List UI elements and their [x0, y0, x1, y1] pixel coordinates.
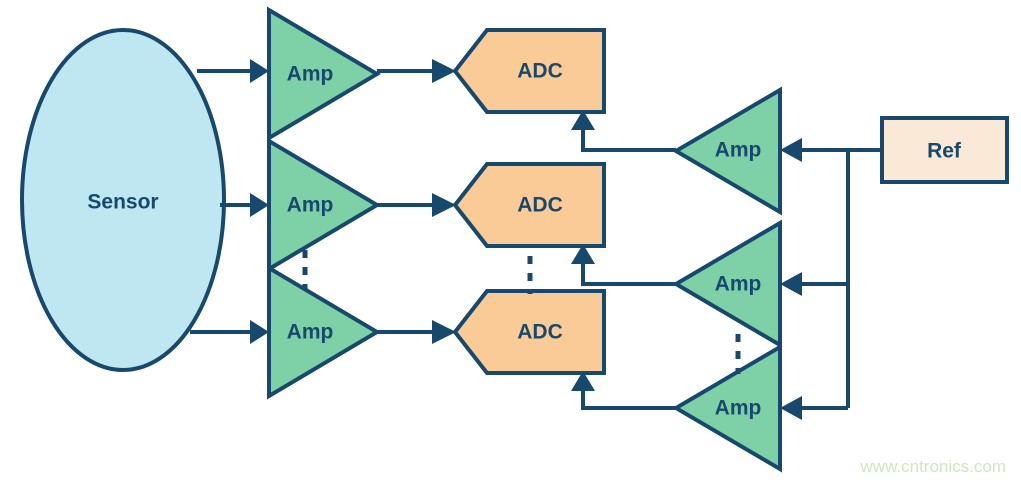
ref-distribution-bus: [780, 138, 882, 420]
ref-amp-2[interactable]: Amp: [672, 219, 782, 349]
wire-refamp-2-to-adc-2: [581, 264, 676, 286]
arrowhead-adc-2-input: [432, 193, 456, 217]
wire-refamp-1-to-adc-1: [581, 130, 676, 152]
arrowhead-adc-3-ref-input: [571, 371, 595, 391]
arrowhead-refamp-2-input: [780, 272, 802, 296]
adc-3[interactable]: ADC: [452, 289, 606, 375]
sensor-to-amp-wires: [190, 59, 269, 344]
ref-amp-1[interactable]: Amp: [672, 86, 782, 216]
arrowhead-amp-3-input: [250, 320, 269, 344]
arrowhead-adc-3-input: [432, 320, 456, 344]
sensor-ellipse: [20, 28, 226, 372]
adc-pentagon: [452, 28, 606, 114]
adc-2-label: ADC: [517, 194, 563, 217]
amp-triangle: [267, 137, 381, 273]
input-amp-2[interactable]: Amp: [267, 137, 381, 273]
arrowhead-adc-1-input: [432, 59, 456, 83]
adc-3-label: ADC: [517, 321, 563, 344]
amp-triangle: [672, 86, 782, 216]
input-amp-3[interactable]: Amp: [267, 264, 381, 400]
adc-2[interactable]: ADC: [452, 162, 606, 248]
adc-1[interactable]: ADC: [452, 28, 606, 114]
arrowhead-refamp-1-input: [780, 138, 802, 162]
arrowhead-amp-1-input: [250, 59, 269, 83]
amp-triangle: [267, 264, 381, 400]
ref-amp-1-label: Amp: [715, 139, 762, 162]
wire-refamp-3-to-adc-3: [581, 391, 676, 410]
arrowhead-amp-2-input: [250, 193, 269, 217]
ref-feedback-wires: [571, 110, 676, 410]
adc-1-label: ADC: [517, 60, 563, 83]
adc-pentagon: [452, 162, 606, 248]
arrowhead-refamp-3-input: [780, 396, 802, 420]
input-amp-2-label: Amp: [287, 194, 334, 217]
amp-to-adc-wires: [377, 59, 456, 344]
sensor-node[interactable]: Sensor: [20, 28, 226, 372]
input-amp-1-label: Amp: [287, 63, 334, 86]
ref-amp-3[interactable]: Amp: [672, 343, 782, 473]
reference-node[interactable]: Ref: [880, 116, 1009, 184]
ref-label: Ref: [927, 140, 962, 163]
amp-triangle: [267, 6, 381, 142]
input-amp-3-label: Amp: [287, 321, 334, 344]
arrowhead-adc-1-ref-input: [571, 110, 595, 130]
watermark-text: www.cntronics.com: [860, 457, 1006, 476]
adc-pentagon: [452, 289, 606, 375]
ref-box: [880, 116, 1009, 184]
input-amp-1[interactable]: Amp: [267, 6, 381, 142]
ref-amp-2-label: Amp: [715, 273, 762, 296]
sensor-label: Sensor: [87, 191, 158, 214]
arrowhead-adc-2-ref-input: [571, 244, 595, 264]
ref-amp-3-label: Amp: [715, 397, 762, 420]
